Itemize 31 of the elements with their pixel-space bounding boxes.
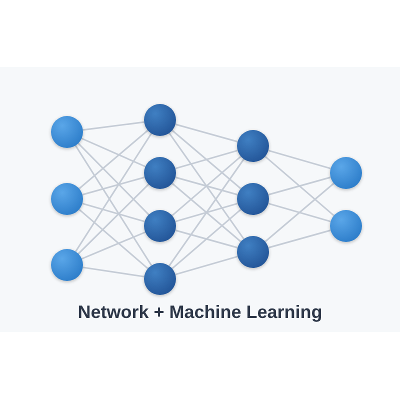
connection-line [74,133,152,252]
connection-line [172,130,242,190]
connection-line [172,208,242,270]
connection-line [268,150,331,170]
connection-line [82,121,144,131]
connection-line [172,156,242,216]
connection-line [82,176,145,196]
connection-line [82,266,144,278]
connection-line [175,176,238,196]
connection-line [175,230,238,248]
connection-line [168,158,244,266]
connection-line [175,124,238,142]
connection-line [168,132,244,240]
connection-line [175,150,238,170]
connection-line [82,202,145,222]
connection-line [264,156,334,216]
connection-line [268,202,331,222]
connection-line [172,182,242,242]
connection-line [175,202,238,222]
connection-line [81,231,146,260]
connection-line [268,176,331,196]
connection-line [78,208,148,270]
connection-line [78,130,148,190]
connection-line [78,142,150,216]
connection-line [74,145,152,266]
connection-line [175,256,238,276]
connection-line [268,230,331,248]
connection-line [81,138,146,168]
connection-line [78,184,150,254]
title: Network + Machine Learning [76,302,324,323]
connection-line [264,182,334,242]
